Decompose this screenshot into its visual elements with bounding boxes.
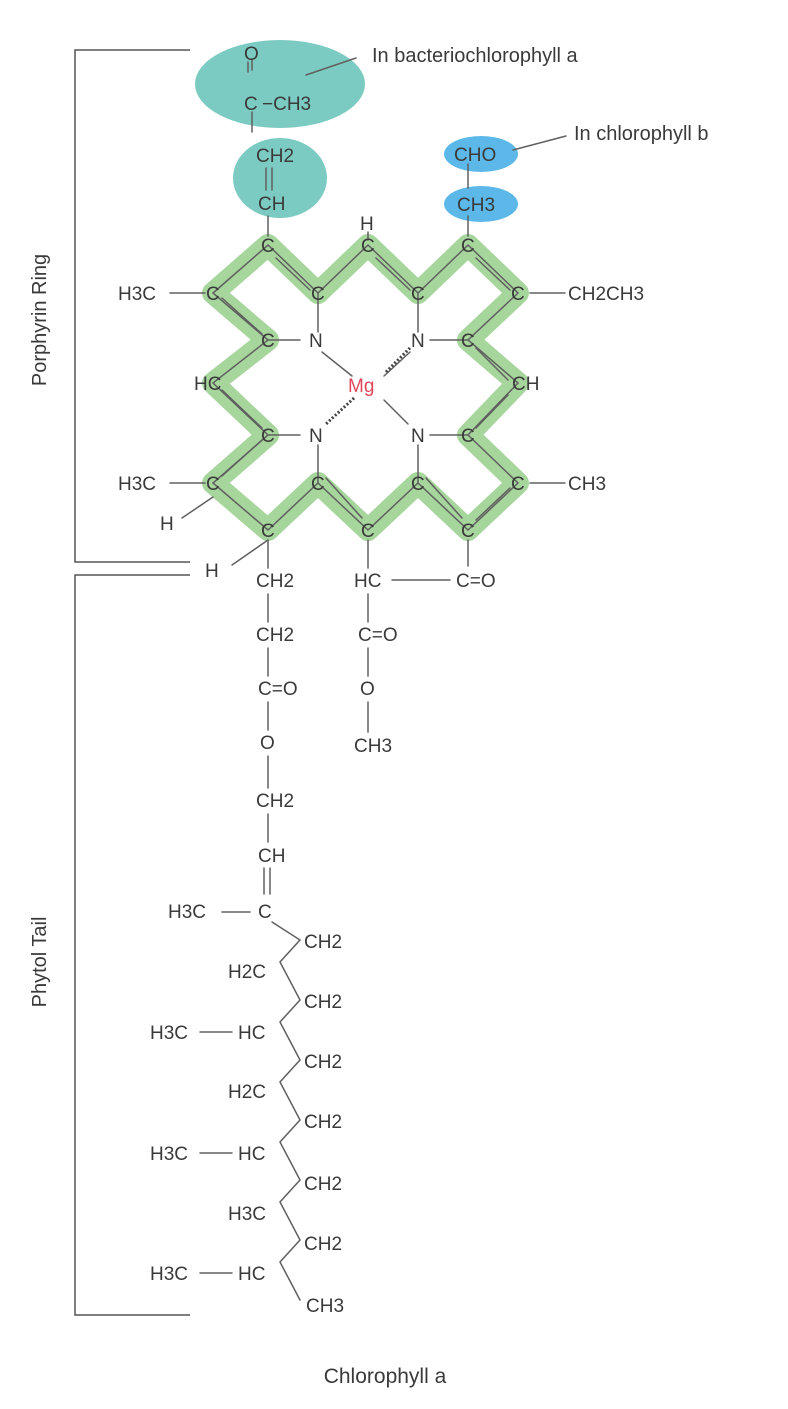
keto-carbonyl: C=O	[456, 571, 496, 592]
vinyl-ch: CH	[258, 194, 285, 215]
bacterio-highlight	[195, 40, 365, 128]
ring-carbon: C	[411, 474, 425, 495]
phytol-group: H2C	[228, 1082, 266, 1103]
ring-carbon: C	[206, 474, 220, 495]
ring-carbon: C	[511, 474, 525, 495]
bacterio-methyl: −CH3	[262, 94, 311, 115]
vinyl-highlight	[233, 138, 327, 218]
phytol-group: CH2	[304, 932, 342, 953]
ring-carbon: C	[311, 284, 325, 305]
ring-h-top: H	[360, 214, 374, 235]
ethyl-right: CH2CH3	[568, 284, 644, 305]
coordination-bond	[384, 346, 412, 374]
ring-carbon: C	[461, 426, 475, 447]
hc-left: HC	[194, 374, 221, 395]
ring-carbon: C	[261, 331, 275, 352]
phytol-group: H3C	[150, 1144, 188, 1165]
bacteriochlorophyll-note: In bacteriochlorophyll a	[372, 45, 579, 67]
phytol-group: CH2	[304, 1174, 342, 1195]
ring-h-low: H	[205, 561, 219, 582]
propionate-ch2-a: CH2	[256, 571, 294, 592]
ring-carbon: C	[261, 236, 275, 257]
porphyrin-bracket	[74, 49, 190, 563]
methyl-right-lower: CH3	[568, 474, 606, 495]
substituent-bonds	[169, 57, 567, 1301]
bacterio-oxygen: O	[244, 44, 259, 65]
ring-carbon: C	[411, 284, 425, 305]
phytol-group: CH2	[304, 1112, 342, 1133]
phytol-group: HC	[238, 1144, 265, 1165]
phytol-group: CH2	[304, 1234, 342, 1255]
phytol-group: CH3	[306, 1296, 344, 1317]
phytol-group: H3C	[150, 1023, 188, 1044]
ring-nitrogen: N	[309, 331, 323, 352]
phytol-group: HC	[238, 1023, 265, 1044]
figure-caption: Chlorophyll a	[324, 1365, 447, 1388]
ch3-highlight	[444, 186, 518, 222]
cho-group: CHO	[454, 145, 496, 166]
ring-carbon: C	[511, 284, 525, 305]
methyl-top: CH3	[457, 195, 495, 216]
porphyrin-ring-label: Porphyrin Ring	[29, 254, 51, 386]
ring-h-left: H	[160, 514, 174, 535]
propionate-ch2-b: CH2	[256, 625, 294, 646]
ester-oxygen-b: O	[360, 679, 375, 700]
vinyl-ch2: CH2	[256, 146, 294, 167]
ring-nitrogen: N	[411, 331, 425, 352]
ester-oxygen-a: O	[260, 733, 275, 754]
phytol-group: CH2	[256, 791, 294, 812]
chlorophyll-b-note: In chlorophyll b	[574, 123, 709, 145]
phytol-group: H3C	[150, 1264, 188, 1285]
ring-bonds	[211, 243, 520, 532]
ring-carbon: C	[261, 426, 275, 447]
phytol-tail-label: Phytol Tail	[29, 917, 51, 1008]
ring-carbon: C	[311, 474, 325, 495]
ring-carbon: C	[361, 236, 375, 257]
propionate-carbonyl: C=O	[258, 679, 298, 700]
phytol-group: H2C	[228, 962, 266, 983]
ring-atom-labels: C C C C C C C C C C C C C C C C C C N N …	[206, 236, 525, 542]
cho-highlight	[444, 136, 518, 172]
phytol-group: C	[258, 902, 272, 923]
phytol-tail: CH2 CH H3C C CH2 H2C CH2 H3C HC CH2 H2C …	[150, 791, 344, 1317]
ester-carbonyl: C=O	[358, 625, 398, 646]
coordination-bond	[324, 396, 356, 426]
ring-carbon: C	[461, 236, 475, 257]
phytol-group: H3C	[228, 1204, 266, 1225]
ring-nitrogen: N	[309, 426, 323, 447]
phytol-group: CH2	[304, 992, 342, 1013]
ring-carbon: C	[361, 521, 375, 542]
phytol-group: CH	[258, 846, 285, 867]
ring-carbon: C	[261, 521, 275, 542]
bacterio-carbon: C	[244, 94, 258, 115]
magnesium-atom: Mg	[348, 376, 374, 397]
ring-nitrogen: N	[411, 426, 425, 447]
phytol-bracket	[74, 574, 190, 1316]
ring-carbon: C	[461, 331, 475, 352]
ring-carbon: C	[206, 284, 220, 305]
ring-hc: HC	[354, 571, 381, 592]
phytol-group: HC	[238, 1264, 265, 1285]
methyl-left-lower: H3C	[118, 474, 156, 495]
ester-methyl: CH3	[354, 736, 392, 757]
ring-carbon: C	[461, 521, 475, 542]
methyl-left-upper: H3C	[118, 284, 156, 305]
phytol-group: CH2	[304, 1052, 342, 1073]
phytol-group: H3C	[168, 902, 206, 923]
ch-right: CH	[512, 374, 539, 395]
